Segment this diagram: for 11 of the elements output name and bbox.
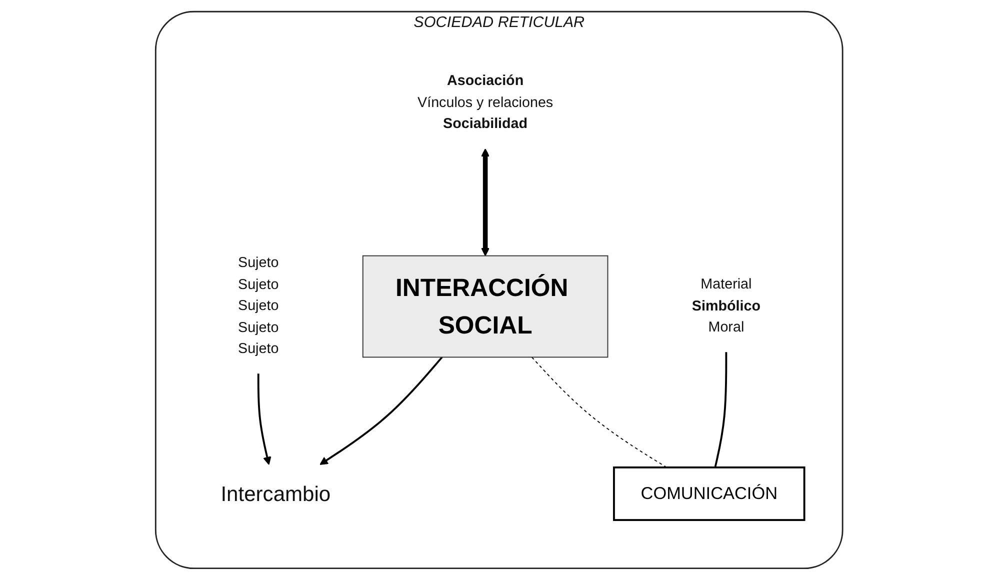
node-text: Intercambio	[220, 482, 331, 506]
node-box: INTERACCIÓN SOCIAL	[362, 255, 608, 358]
arrow	[320, 356, 443, 465]
node-text: Asociación Vínculos y relaciones Sociabilidad	[417, 72, 553, 132]
node-box: COMUNICACIÓN	[612, 466, 806, 521]
node-text: Material Simbólico Moral	[692, 276, 760, 336]
connector	[714, 352, 728, 468]
arrow	[257, 374, 272, 465]
connector	[531, 356, 668, 468]
node-text: Sujeto Sujeto Sujeto Sujeto Sujeto	[238, 254, 279, 357]
arrow	[480, 148, 490, 256]
